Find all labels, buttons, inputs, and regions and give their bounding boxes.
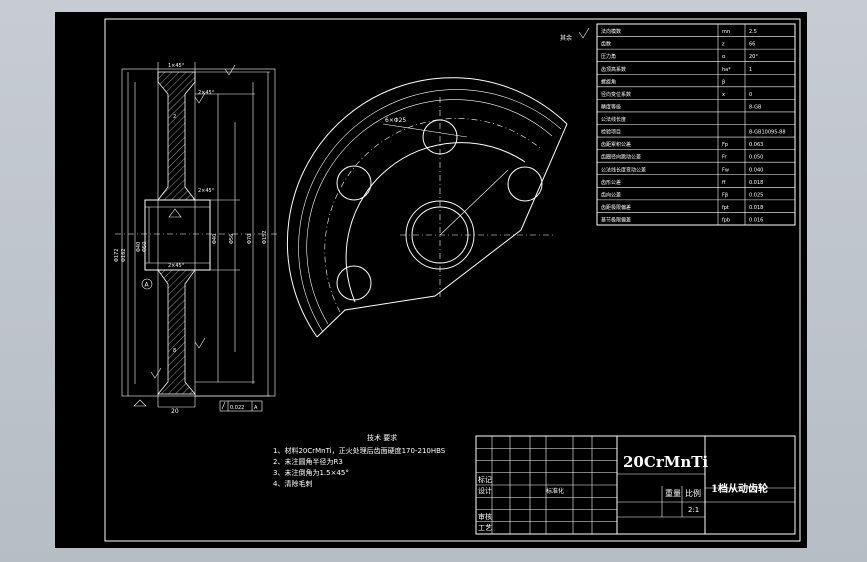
param-name: 压力角 [601,53,616,60]
holes-label: 6×Φ25 [385,117,406,124]
dim-2-label: 2 [173,114,176,120]
param-value: 0 [749,92,752,98]
param-name: 公法线长度变动公差 [601,166,646,173]
param-value: 8-GB [749,104,762,110]
section-view: A 1×45° 2×45° 2×45° 2×45° 2 8 20 Φ172 Φ1… [114,62,280,415]
upper-rim-section [157,71,196,201]
tech-item-3: 3、未注倒角为1.5×45° [273,468,349,477]
top-chamfer-label: 1×45° [168,63,185,69]
param-name: 齿距极限偏差 [601,204,631,211]
mark-label: 标记 [478,475,492,484]
param-value: 8-GB10095-88 [749,130,786,136]
bore-label-1: Φ40 [136,242,142,252]
param-symbol: fpb [722,218,730,224]
param-name: 螺旋角 [601,78,616,85]
parameter-table: 法向模数 mn 2.5 齿数 z 66 压力角 α 20° 齿顶高系数 ha* 1 螺旋角 β 径向变位系数… [596,23,796,226]
param-name: 检验项目 [601,129,621,136]
param-value: 0.025 [749,192,763,198]
param-symbol: z [722,42,725,48]
param-name: 齿数 [601,41,611,48]
tech-item-1: 1、材料20CrMnTi，正火处理后齿面硬度170-210HBS [273,446,446,455]
lower-rim-section [157,269,196,395]
param-symbol: fpt [722,205,729,211]
datum-a-label: A [145,282,150,289]
roughness-note: 其余 [560,34,572,42]
param-symbol: ha* [722,67,731,73]
dim-8-label: 8 [173,348,176,354]
chamfer-label-1: 2×45° [198,90,215,96]
dia-label-3: Φ40 [212,234,218,244]
dia-label-6: Φ152 [262,231,268,244]
bore-label-2: Φ50 [142,242,148,252]
hole-3 [507,166,543,202]
param-value: 0.063 [749,142,763,148]
design-label: 设计 [478,486,492,495]
datum-a-symbol [141,278,153,290]
process-label: 工艺 [478,524,492,532]
weight-label: 重量 [665,488,681,498]
param-symbol: Fβ [722,192,728,198]
param-name: 齿顶高系数 [601,66,626,73]
part-name: 1档从动齿轮 [711,482,768,495]
tolerance-value: 0.022 [230,405,244,411]
param-name: 齿距累积公差 [601,141,631,148]
param-value: 0.016 [749,218,763,224]
param-name: 径向变位系数 [601,91,631,98]
hub-section [144,199,211,271]
param-name: 齿形公差 [601,179,621,186]
dia-label-5: Φ70 [247,234,253,244]
dia-label-2: Φ162 [121,249,127,262]
param-symbol: α [722,54,726,60]
hole-2 [336,165,372,201]
param-value: 0.050 [749,155,763,161]
tech-item-2: 2、未注圆角半径为R3 [273,457,343,466]
hub-bore-inner [411,206,469,264]
param-name: 公法线长度 [601,116,626,123]
param-name: 法向模数 [601,28,621,35]
param-value: 20° [749,54,758,60]
param-value: 1 [749,67,752,73]
param-name: 齿圈径向跳动公差 [601,154,641,161]
param-value: 0.018 [749,180,763,186]
param-name: 基节极限偏差 [601,217,631,224]
param-value: 0.040 [749,167,763,173]
chamfer-label-3: 2×45° [168,263,185,269]
drawing-canvas: A 1×45° 2×45° 2×45° 2×45° 2 8 20 Φ172 Φ1… [104,18,801,542]
param-symbol: x [722,92,725,98]
param-name: 精度等级 [601,103,621,110]
tech-heading: 技术 要求 [367,433,397,442]
param-symbol: β [722,79,725,85]
dia-label-4: Φ56 [229,234,235,244]
cad-viewport[interactable]: A 1×45° 2×45° 2×45° 2×45° 2 8 20 Φ172 Φ1… [55,12,807,548]
param-name: 齿向公差 [601,191,621,198]
scale-label: 比例 [685,488,701,498]
drawing-frame [104,18,801,542]
tech-requirements: 技术 要求 1、材料20CrMnTi，正火处理后齿面硬度170-210HBS 2… [273,433,446,488]
param-symbol: Fp [722,142,728,148]
check-label: 审核 [478,512,492,521]
dia-label-1: Φ172 [114,249,120,262]
param-value: 66 [749,42,755,48]
param-symbol: mn [722,29,730,35]
hole-1 [422,119,458,155]
scale-value: 2:1 [688,506,699,514]
param-symbol: Fw [722,167,729,173]
hub-bore-outer [405,200,475,270]
tolerance-datum: A [254,405,258,411]
material-label: 20CrMnTi [623,453,708,471]
hole-4 [336,265,372,301]
param-symbol: ff [722,180,726,186]
chamfer-label-2: 2×45° [198,188,215,194]
param-value: 0.018 [749,205,763,211]
param-symbol: Fr [722,155,728,161]
param-value: 2.5 [749,29,757,35]
tech-item-4: 4、清除毛刺 [273,479,312,488]
front-view: 6×Φ25 [286,77,568,338]
tolerance-frame [219,400,263,412]
std-label: 标准化 [546,487,564,495]
width-label: 20 [171,408,179,415]
title-block: 标记 设计 标准化 审核 工艺 20CrMnTi 1档从动齿轮 重量 比例 2:… [475,435,796,535]
